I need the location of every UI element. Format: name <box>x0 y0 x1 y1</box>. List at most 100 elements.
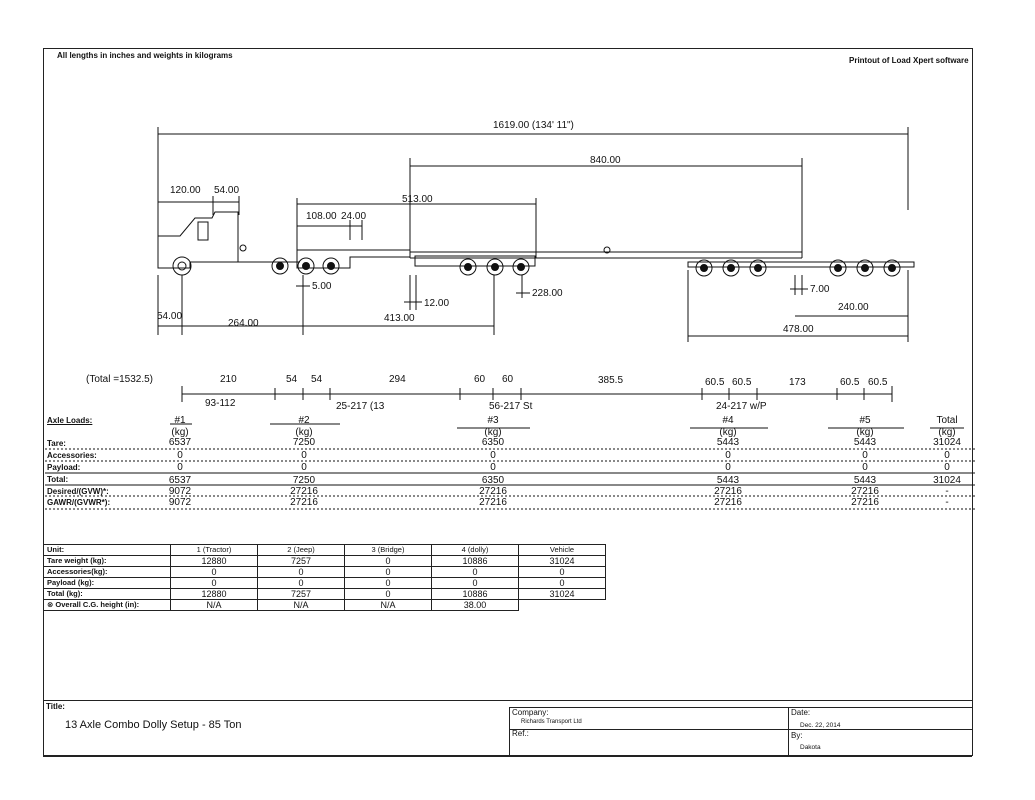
axle-5-total: 5443 <box>853 475 877 486</box>
company-label: Company: <box>512 708 549 717</box>
dim-228: 228.00 <box>532 288 563 299</box>
axle-3-desired: 27216 <box>479 486 507 497</box>
dim-108: 108.00 <box>306 211 337 222</box>
cell: 0 <box>431 577 519 589</box>
axle-1-name: #1 <box>174 415 186 426</box>
doc-title: 13 Axle Combo Dolly Setup - 85 Ton <box>65 719 242 731</box>
axle-6-unit: (kg) <box>938 427 956 438</box>
tare-label: Tare: <box>47 439 66 448</box>
axle-5-desired: 27216 <box>851 486 879 497</box>
axle-6-pay: 0 <box>944 462 950 473</box>
truck-diagram <box>157 127 915 342</box>
axle-3-gawr: 27216 <box>479 497 507 508</box>
divider <box>43 756 972 757</box>
cell: 7257 <box>257 555 345 567</box>
dim-24: 24.00 <box>341 211 367 222</box>
axle-6-gawr: - <box>945 497 949 508</box>
axle-6-desired: - <box>945 486 949 497</box>
software-note: Printout of Load Xpert software <box>849 56 969 65</box>
axle-3-acc: 0 <box>490 450 496 461</box>
cell: 7257 <box>257 588 345 600</box>
spacing-7: 60.5 <box>705 377 725 388</box>
unit-table: Unit: 1 (Tractor) 2 (Jeep) 3 (Bridge) 4 … <box>43 544 606 611</box>
by-label: By: <box>791 731 803 740</box>
spacing-9: 173 <box>789 377 806 388</box>
dim-12: 12.00 <box>424 298 450 309</box>
spacing-total: (Total =1532.5) <box>86 374 153 385</box>
divider <box>509 707 510 757</box>
axle-3-pay: 0 <box>490 462 496 473</box>
date-label: Date: <box>791 708 811 717</box>
axle-2-acc: 0 <box>301 450 307 461</box>
unit-header-bridge: 3 (Bridge) <box>344 544 432 556</box>
cell: 38.00 <box>431 599 519 611</box>
axle-4-unit: (kg) <box>719 427 737 438</box>
axle-loads-label: Axle Loads: <box>47 416 93 425</box>
axle-1-desired: 9072 <box>168 486 192 497</box>
table-row: Total (kg): 12880 7257 0 10886 31024 <box>43 588 606 600</box>
ref-label: Ref.: <box>512 729 529 738</box>
company-value: Richards Transport Ltd <box>521 719 582 725</box>
axle-1-acc: 0 <box>177 450 183 461</box>
axle-4-name: #4 <box>722 415 734 426</box>
dim-478: 478.00 <box>783 324 814 335</box>
axle-4-desired: 27216 <box>714 486 742 497</box>
axle-6-name: Total <box>936 415 958 426</box>
axle-6-acc: 0 <box>944 450 950 461</box>
row-label: Accessories(kg): <box>43 566 171 578</box>
spacing-4: 60 <box>474 374 486 385</box>
axle-3-total: 6350 <box>481 475 505 486</box>
axle-6-total: 31024 <box>933 475 961 486</box>
cell: 31024 <box>518 588 606 600</box>
spacing-10: 60.5 <box>840 377 860 388</box>
spacing-2: 54 <box>311 374 323 385</box>
cell: N/A <box>344 599 432 611</box>
dim-840: 840.00 <box>590 155 621 166</box>
cell: 31024 <box>518 555 606 567</box>
cell: N/A <box>170 599 258 611</box>
dim-413: 413.00 <box>384 313 415 324</box>
axle-2-unit: (kg) <box>295 427 313 438</box>
cell: 10886 <box>431 588 519 600</box>
axle-1-total: 6537 <box>168 475 192 486</box>
total-label: Total: <box>47 475 69 484</box>
spacing-6: 385.5 <box>598 375 624 386</box>
group-label-2: 56-217 St <box>489 401 533 412</box>
spacing-11: 60.5 <box>868 377 888 388</box>
axle-2-total: 7250 <box>292 475 316 486</box>
group-label-1: 25-217 (13 <box>336 401 385 412</box>
cell: 0 <box>518 566 606 578</box>
cell: 0 <box>170 577 258 589</box>
row-label: ⊗ Overall C.G. height (in): <box>43 599 171 611</box>
spacing-5: 60 <box>502 374 514 385</box>
axle-table-lines <box>45 423 975 510</box>
unit-header-vehicle: Vehicle <box>518 544 606 556</box>
axle-4-total: 5443 <box>716 475 740 486</box>
axle-2-tare: 7250 <box>292 437 316 448</box>
axle-4-gawr: 27216 <box>714 497 742 508</box>
axle-1-tare: 6537 <box>168 437 192 448</box>
axle-1-gawr: 9072 <box>168 497 192 508</box>
dim-7: 7.00 <box>810 284 830 295</box>
axle-1-pay: 0 <box>177 462 183 473</box>
axle-2-pay: 0 <box>301 462 307 473</box>
overall-length: 1619.00 (134' 11") <box>493 120 574 131</box>
spacing-3: 294 <box>389 374 406 385</box>
divider <box>788 707 789 757</box>
title-label: Title: <box>46 702 65 711</box>
unit-header-label: Unit: <box>43 544 171 556</box>
axle-3-tare: 6350 <box>481 437 505 448</box>
axle-2-desired: 27216 <box>290 486 318 497</box>
cell: 0 <box>170 566 258 578</box>
table-row: ⊗ Overall C.G. height (in): N/A N/A N/A … <box>43 599 606 611</box>
cell: 0 <box>344 588 432 600</box>
document-frame <box>43 48 973 756</box>
unit-header-jeep: 2 (Jeep) <box>257 544 345 556</box>
units-note: All lengths in inches and weights in kil… <box>57 51 233 60</box>
spacing-8: 60.5 <box>732 377 752 388</box>
cell: 0 <box>431 566 519 578</box>
desired-label: Desired/(GVW)*: <box>47 487 109 496</box>
axle-5-unit: (kg) <box>856 427 874 438</box>
cell: 0 <box>344 577 432 589</box>
group-label-3: 24-217 w/P <box>716 401 767 412</box>
